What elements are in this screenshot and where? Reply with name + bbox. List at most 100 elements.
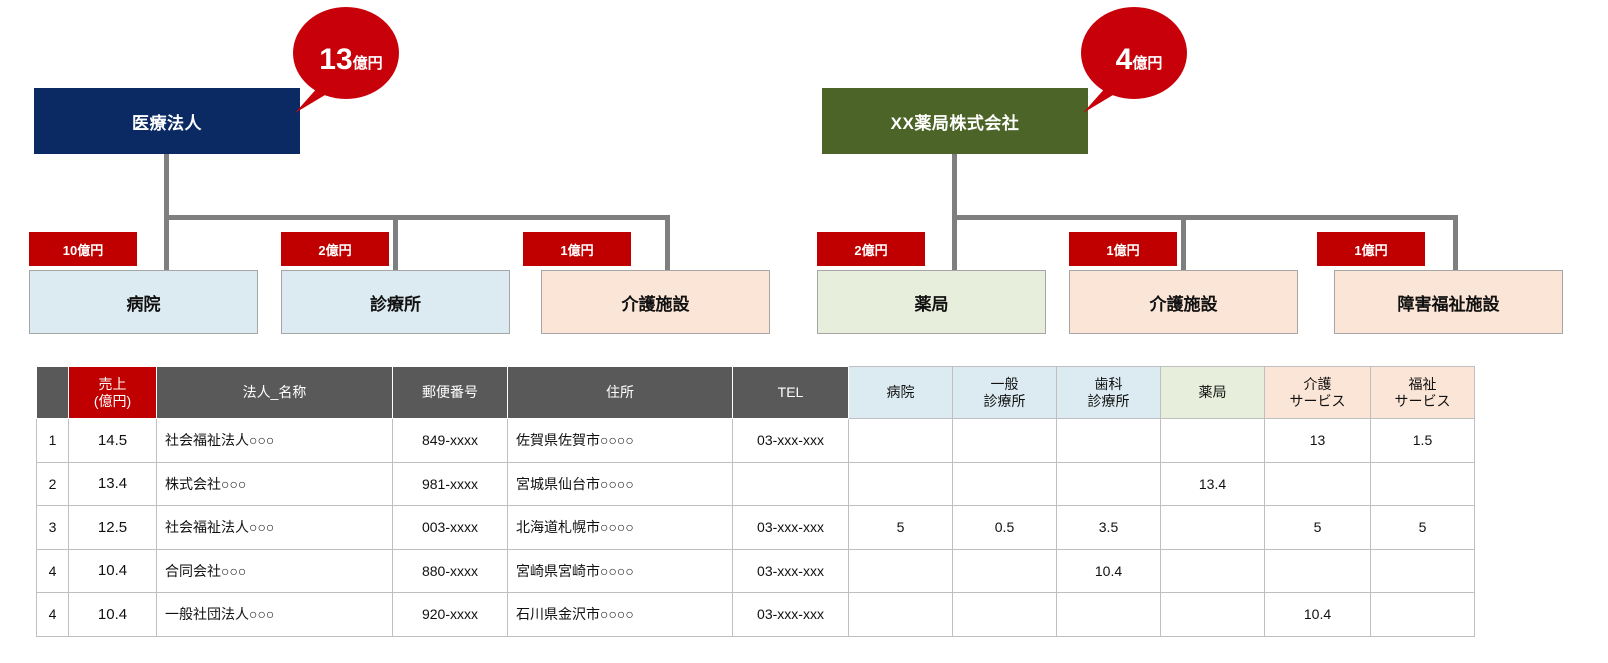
child-box-clinic[interactable]: 診療所	[281, 270, 510, 334]
cell-address: 石川県金沢市○○○○	[507, 592, 733, 637]
cell-sales: 10.4	[68, 592, 157, 637]
connector-drop-left-3	[665, 215, 670, 280]
cell-pharmacy	[1160, 548, 1265, 593]
child-box-label: 病院	[126, 294, 161, 314]
cell-postal-code: 849-xxxx	[392, 418, 508, 463]
badge-hospital-sales: 10億円	[29, 232, 137, 266]
cell-care-service	[1264, 548, 1371, 593]
cell-pharmacy	[1160, 418, 1265, 463]
header-pharmacy: 薬局	[1160, 366, 1265, 419]
header-dental-clinic: 歯科 診療所	[1056, 366, 1161, 419]
header-care-service-line2: サービス	[1289, 392, 1346, 409]
callout-bubble-icon	[1081, 7, 1187, 99]
cell-care-service: 10.4	[1264, 592, 1371, 637]
cell-tel: 03-xxx-xxx	[732, 548, 849, 593]
table-header-row: 売上 (億円) 法人_名称 郵便番号 住所 TEL 病院 一般 診療所 歯科 診…	[36, 366, 1475, 419]
parent-box-label: XX薬局株式会社	[890, 113, 1020, 133]
child-box-label: 薬局	[914, 294, 949, 314]
child-box-label: 介護施設	[621, 294, 690, 314]
parent-box-pharmacy-company[interactable]: XX薬局株式会社	[822, 88, 1088, 154]
header-dental-clinic-line2: 診療所	[1087, 392, 1130, 409]
badge-label: 1億円	[560, 242, 594, 258]
connector-drop-right-3	[1453, 215, 1458, 280]
cell-address: 宮城県仙台市○○○○	[507, 461, 733, 506]
cell-care-service	[1264, 461, 1371, 506]
badge-disability-welfare-facility-sales: 1億円	[1317, 232, 1425, 266]
cell-corp-name: 株式会社○○○	[156, 461, 393, 506]
cell-postal-code: 981-xxxx	[392, 461, 508, 506]
cell-address: 北海道札幌市○○○○	[507, 505, 733, 550]
cell-corp-name: 社会福祉法人○○○	[156, 505, 393, 550]
header-dental-clinic-line1: 歯科	[1094, 376, 1123, 393]
child-box-pharmacy[interactable]: 薬局	[817, 270, 1046, 334]
cell-care-service: 5	[1264, 505, 1371, 550]
cell-welfare-service	[1370, 592, 1475, 637]
cell-address: 佐賀県佐賀市○○○○	[507, 418, 733, 463]
cell-hospital	[848, 548, 953, 593]
cell-dental-clinic: 3.5	[1056, 505, 1161, 550]
header-general-clinic: 一般 診療所	[952, 366, 1057, 419]
callout-bubble-icon	[293, 7, 399, 99]
header-welfare-service-line1: 福祉	[1408, 376, 1437, 393]
cell-welfare-service	[1370, 548, 1475, 593]
cell-corp-name: 社会福祉法人○○○	[156, 418, 393, 463]
cell-hospital	[848, 592, 953, 637]
header-sales-line2: (億円)	[93, 392, 132, 409]
badge-label: 10億円	[62, 242, 104, 258]
child-box-care-facility-2[interactable]: 介護施設	[1069, 270, 1298, 334]
parent-box-label: 医療法人	[132, 113, 202, 133]
child-box-disability-welfare-facility[interactable]: 障害福祉施設	[1334, 270, 1563, 334]
cell-rank: 4	[36, 548, 69, 593]
connector-bus-left	[164, 215, 670, 220]
header-rank	[36, 366, 69, 419]
connector-bus-right	[952, 215, 1458, 220]
cell-address: 宮崎県宮崎市○○○○	[507, 548, 733, 593]
badge-label: 1億円	[1354, 242, 1388, 258]
child-box-care-facility[interactable]: 介護施設	[541, 270, 770, 334]
cell-tel: 03-xxx-xxx	[732, 418, 849, 463]
cell-postal-code: 920-xxxx	[392, 592, 508, 637]
child-box-label: 介護施設	[1149, 294, 1218, 314]
header-hospital: 病院	[848, 366, 953, 419]
cell-general-clinic	[952, 592, 1057, 637]
cell-pharmacy	[1160, 592, 1265, 637]
cell-tel: 03-xxx-xxx	[732, 505, 849, 550]
cell-sales: 10.4	[68, 548, 157, 593]
cell-general-clinic: 0.5	[952, 505, 1057, 550]
badge-pharmacy-sales: 2億円	[817, 232, 925, 266]
child-box-hospital[interactable]: 病院	[29, 270, 258, 334]
cell-dental-clinic	[1056, 592, 1161, 637]
child-box-label: 診療所	[370, 294, 421, 314]
header-care-service: 介護 サービス	[1264, 366, 1371, 419]
badge-clinic-sales: 2億円	[281, 232, 389, 266]
header-general-clinic-line1: 一般	[990, 376, 1019, 393]
cell-rank: 3	[36, 505, 69, 550]
cell-dental-clinic	[1056, 418, 1161, 463]
badge-care-facility-sales: 1億円	[523, 232, 631, 266]
header-sales-line1: 売上	[98, 376, 127, 393]
cell-postal-code: 003-xxxx	[392, 505, 508, 550]
cell-tel	[732, 461, 849, 506]
header-general-clinic-line2: 診療所	[983, 392, 1026, 409]
connector-drop-right-2	[1181, 215, 1186, 280]
cell-tel: 03-xxx-xxx	[732, 592, 849, 637]
badge-label: 1億円	[1106, 242, 1140, 258]
cell-sales: 14.5	[68, 418, 157, 463]
cell-welfare-service	[1370, 461, 1475, 506]
cell-general-clinic	[952, 548, 1057, 593]
cell-rank: 1	[36, 418, 69, 463]
cell-hospital: 5	[848, 505, 953, 550]
cell-general-clinic	[952, 461, 1057, 506]
cell-care-service: 13	[1264, 418, 1371, 463]
cell-sales: 13.4	[68, 461, 157, 506]
header-address: 住所	[507, 366, 733, 419]
header-sales: 売上 (億円)	[68, 366, 157, 419]
parent-box-medical-corporation[interactable]: 医療法人	[34, 88, 300, 154]
cell-welfare-service: 5	[1370, 505, 1475, 550]
cell-dental-clinic	[1056, 461, 1161, 506]
